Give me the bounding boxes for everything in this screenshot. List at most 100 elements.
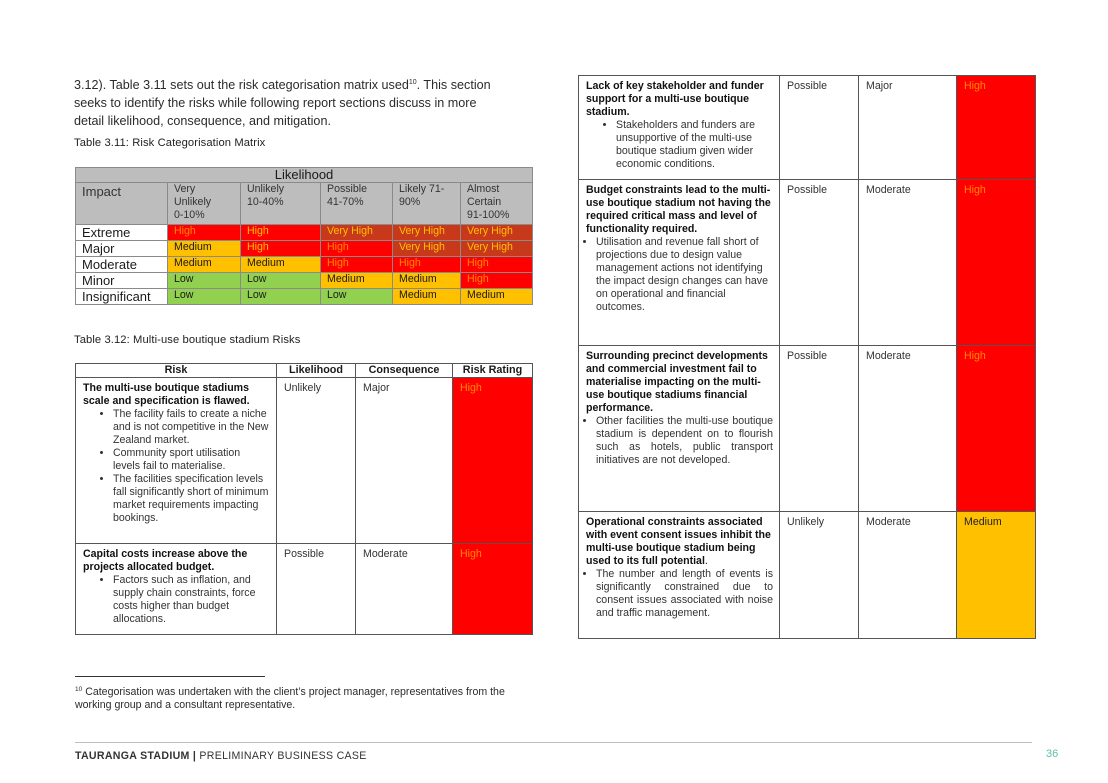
impact-level-label: Insignificant <box>75 288 168 305</box>
footnote: 10 Categorisation was undertaken with th… <box>75 683 535 712</box>
column-header-line: Possible <box>327 183 368 195</box>
risk-consequence: Moderate <box>858 345 957 512</box>
matrix-cell: High <box>320 240 393 257</box>
risk-title-suffix: . <box>704 555 708 567</box>
risk-bullet: Other facilities the multi-use boutique … <box>596 415 773 467</box>
risk-rating: High <box>956 179 1036 346</box>
intro-line-3: detail likelihood, consequence, and miti… <box>74 114 331 128</box>
risk-column-header: Consequence <box>355 363 453 378</box>
risk-title-text: The multi-use boutique stadiums scale an… <box>83 382 250 407</box>
risk-bullet: Factors such as inflation, and supply ch… <box>113 574 270 626</box>
risk-row: The multi-use boutique stadiums scale an… <box>75 377 533 544</box>
risk-row: Surrounding precinct developments and co… <box>578 345 1036 512</box>
matrix-cell: High <box>167 224 241 241</box>
risk-row: Lack of key stakeholder and funder suppo… <box>578 75 1036 180</box>
matrix-cell: Medium <box>392 272 461 289</box>
footnote-text: Categorisation was undertaken with the c… <box>75 686 505 711</box>
risk-title-text: Surrounding precinct developments and co… <box>586 350 768 414</box>
likelihood-column-header: Likely 71-90% <box>392 182 461 225</box>
risk-bullet-list: The facility fails to create a niche and… <box>83 408 270 525</box>
risk-table-right: Lack of key stakeholder and funder suppo… <box>578 75 1036 639</box>
risk-bullet: The facilities specification levels fall… <box>113 473 270 525</box>
risk-bullet-list: Factors such as inflation, and supply ch… <box>83 574 270 626</box>
risk-likelihood: Possible <box>779 345 859 512</box>
footnote-ref: 10 <box>408 79 417 86</box>
risk-consequence: Moderate <box>355 543 453 635</box>
risk-bullet-list: Other facilities the multi-use boutique … <box>586 415 773 467</box>
impact-header: Impact <box>75 182 168 225</box>
risk-likelihood: Unlikely <box>779 511 859 639</box>
matrix-cell: High <box>392 256 461 273</box>
column-header-line: 91-100% <box>467 209 510 221</box>
risk-likelihood: Unlikely <box>276 377 356 544</box>
matrix-cell: Medium <box>167 256 241 273</box>
risk-bullet-list: The number and length of events is signi… <box>586 568 773 620</box>
risk-rating: Medium <box>956 511 1036 639</box>
matrix-cell: High <box>240 224 321 241</box>
matrix-cell: Low <box>240 288 321 305</box>
caption-table-3-12: Table 3.12: Multi-use boutique stadium R… <box>74 334 301 346</box>
risk-consequence: Major <box>355 377 453 544</box>
matrix-cell: Medium <box>167 240 241 257</box>
intro-line-2: seeks to identify the risks while follow… <box>74 96 477 110</box>
risk-title-text: Operational constraints associated with … <box>586 516 771 567</box>
impact-level-label: Minor <box>75 272 168 289</box>
risk-rating: High <box>956 345 1036 512</box>
footer-title: TAURANGA STADIUM | PRELIMINARY BUSINESS … <box>75 750 367 762</box>
risk-bullet: Utilisation and revenue fall short of pr… <box>596 236 773 314</box>
intro-paragraph: 3.12). Table 3.11 sets out the risk cate… <box>74 74 534 130</box>
footnote-number: 10 <box>75 686 83 693</box>
risk-column-header: Risk Rating <box>452 363 533 378</box>
risk-description: Capital costs increase above the project… <box>75 543 277 635</box>
matrix-cell: Medium <box>459 288 534 305</box>
column-header-line: 41-70% <box>327 196 364 208</box>
matrix-cell: Very High <box>459 240 534 257</box>
footnote-rule <box>75 676 265 677</box>
risk-title: Lack of key stakeholder and funder suppo… <box>586 80 773 119</box>
risk-title-text: Lack of key stakeholder and funder suppo… <box>586 80 764 118</box>
impact-level-label: Extreme <box>75 224 168 241</box>
risk-description: Budget constraints lead to the multi-use… <box>578 179 780 346</box>
intro-line-1: 3.12). Table 3.11 sets out the risk cate… <box>74 78 409 92</box>
risk-rating: High <box>452 377 533 544</box>
risk-consequence: Major <box>858 75 957 180</box>
risk-likelihood: Possible <box>779 75 859 180</box>
matrix-cell: Very High <box>320 224 393 241</box>
risk-consequence: Moderate <box>858 511 957 639</box>
matrix-cell: High <box>240 240 321 257</box>
risk-likelihood: Possible <box>779 179 859 346</box>
matrix-cell: Medium <box>392 288 461 305</box>
matrix-cell: Medium <box>320 272 393 289</box>
impact-level-label: Moderate <box>75 256 168 273</box>
risk-bullet-list: Utilisation and revenue fall short of pr… <box>586 236 773 314</box>
risk-likelihood: Possible <box>276 543 356 635</box>
matrix-cell: Very High <box>392 224 461 241</box>
matrix-cell: Low <box>167 272 241 289</box>
intro-line-1b: . This section <box>416 78 491 92</box>
column-header-line: Unlikely <box>247 183 285 195</box>
matrix-cell: Low <box>320 288 393 305</box>
risk-row: Budget constraints lead to the multi-use… <box>578 179 1036 346</box>
risk-row: Capital costs increase above the project… <box>75 543 533 635</box>
column-header-line: Unlikely <box>174 196 212 208</box>
risk-bullet: The number and length of events is signi… <box>596 568 773 620</box>
risk-description: Lack of key stakeholder and funder suppo… <box>578 75 780 180</box>
risk-bullet: The facility fails to create a niche and… <box>113 408 270 447</box>
risk-bullet: Community sport utilisation levels fail … <box>113 447 270 473</box>
matrix-cell: High <box>459 272 534 289</box>
column-header-line: 90% <box>399 196 421 208</box>
column-header-line: Very <box>174 183 196 195</box>
column-header-line: 0-10% <box>174 209 205 221</box>
matrix-cell: Very High <box>459 224 534 241</box>
impact-level-label: Major <box>75 240 168 257</box>
matrix-cell: High <box>459 256 534 273</box>
footer-rule <box>75 742 1032 743</box>
risk-title: Capital costs increase above the project… <box>83 548 270 574</box>
